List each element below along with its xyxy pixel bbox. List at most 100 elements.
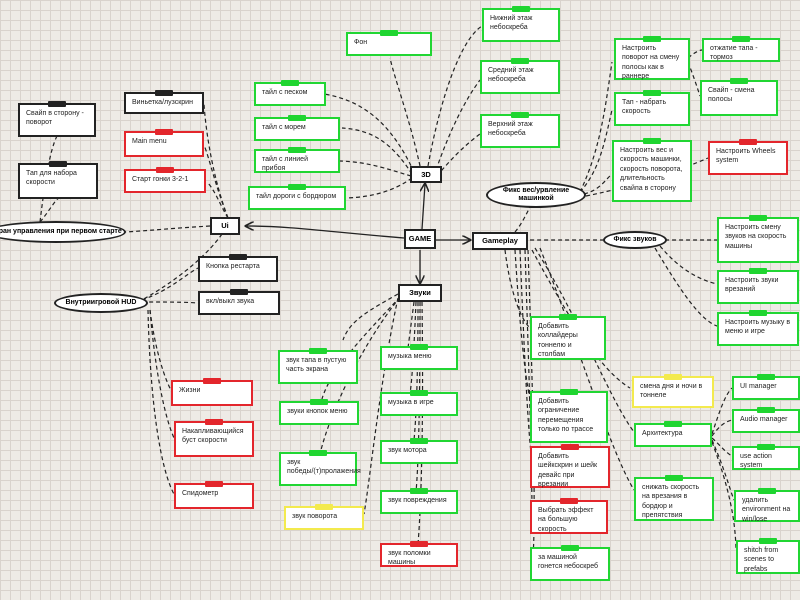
status-tab (410, 344, 428, 350)
music-setup-node[interactable]: Настроить музыку в меню и игре (717, 310, 799, 346)
ui-hub-label: Ui (221, 221, 229, 230)
tap-speed-text: Тап для набора скорости (26, 170, 77, 187)
link-ui-vignette (203, 103, 229, 219)
game-hub[interactable]: GAME (404, 229, 436, 249)
status-tab (410, 438, 428, 444)
main-menu-node[interactable]: Main menu (124, 129, 204, 157)
race-start-text: Старт гонки 3-2-1 (132, 176, 189, 183)
status-tab (205, 481, 223, 487)
win-lose-sound-text: звук победы/(т)пролажения (287, 459, 361, 476)
link-turn-release (687, 49, 703, 59)
ingame-hud-oval[interactable]: Внутриигровой HUD (54, 293, 148, 313)
shake-node[interactable]: Добавить шейкскрин и шейк девайс при вре… (530, 444, 610, 488)
menu-buttons-sound-node[interactable]: звуки кнопок меню (279, 399, 359, 425)
wheels-node[interactable]: Настроить Wheels system (708, 139, 788, 175)
colliders-node[interactable]: Добавить коллайдеры тоннелю и столбам (530, 314, 606, 360)
status-tab (229, 254, 247, 260)
tap-sound-node[interactable]: звук тапа в пустую часть экрана (278, 348, 358, 384)
control-screen-oval[interactable]: Экран управления при первом старте (0, 221, 126, 243)
surf-tile-node[interactable]: тайл с линией прибоя (254, 147, 340, 173)
sounds-hub[interactable]: Звуки (398, 284, 442, 302)
turn-sound-node[interactable]: звук поворота (284, 504, 364, 530)
crash-sounds-text: Настроить звуки врезаний (725, 277, 779, 294)
architecture-node[interactable]: Архитектура (634, 421, 712, 447)
status-tab (49, 161, 67, 167)
sea-tile-node[interactable]: тайл с морем (254, 115, 340, 141)
menu-music-text: музыка меню (388, 353, 432, 360)
status-tab (749, 268, 767, 274)
colliders-text: Добавить коллайдеры тоннелю и столбам (538, 323, 578, 359)
engine-speed-sound-node[interactable]: Настроить смену звуков на скорость машин… (717, 215, 799, 263)
status-tab (757, 407, 775, 413)
road-tile-node[interactable]: тайл дороги с бордюром (248, 184, 346, 210)
status-tab (410, 488, 428, 494)
breakdown-sound-node[interactable]: звук поломки машины (380, 541, 458, 567)
status-tab (205, 419, 223, 425)
damage-sound-node[interactable]: звук повреждения (380, 488, 458, 514)
swipe-turn-node[interactable]: Свайп в сторону - поворот (18, 101, 96, 137)
arrow-game-3d (422, 184, 425, 230)
movement-limit-node[interactable]: Добавить ограничение перемещения только … (530, 389, 608, 443)
game-music-text: музыка в игре (388, 399, 434, 406)
link-hud-restart (141, 267, 199, 301)
gameplay-hub[interactable]: Gameplay (472, 232, 528, 250)
link-sound-engine (413, 301, 419, 441)
action-system-node[interactable]: use action system (732, 444, 800, 470)
prefabs-node[interactable]: shitch from scenes to prefabs (736, 538, 800, 574)
tap-release-node[interactable]: отжатие тапа - тормоз (702, 36, 780, 62)
remove-env-node[interactable]: удалить environment на win/lose (734, 488, 800, 523)
3d-hub[interactable]: 3D (410, 166, 442, 183)
menu-music-node[interactable]: музыка меню (380, 344, 458, 370)
speedometer-text: Спидометр (182, 490, 219, 497)
boost-node[interactable]: Накапливающийся буст скорости (174, 419, 254, 457)
status-tab (288, 184, 306, 190)
middle-floor-node[interactable]: Средний этаж небоскреба (480, 58, 560, 94)
main-menu-text: Main menu (132, 138, 167, 145)
status-tab (759, 538, 777, 544)
vignette-node[interactable]: Виньетка/лузскрин (124, 90, 204, 114)
turn-setup-node[interactable]: Настроить поворот на смену полосы как в … (614, 36, 690, 80)
speed-effect-node[interactable]: Выбрать эффект на большую скорость (530, 498, 608, 534)
lower-floor-node[interactable]: Нижний этаж небоскреба (482, 6, 560, 42)
status-tab (732, 36, 750, 42)
ui-manager-node[interactable]: UI manager (732, 374, 800, 400)
game-music-node[interactable]: музыка в игре (380, 390, 458, 416)
upper-floor-node[interactable]: Верхний этаж небоскреба (480, 112, 560, 148)
speedometer-node[interactable]: Спидометр (174, 481, 254, 509)
status-tab (665, 475, 683, 481)
swipe-lane-node[interactable]: Свайп - смена полосы (700, 78, 778, 116)
music-setup-text: Настроить музыку в меню и игре (725, 319, 791, 336)
status-tab (749, 310, 767, 316)
status-tab (203, 378, 221, 384)
status-tab (561, 545, 579, 551)
chasing-node[interactable]: за машиной гонется небоскреб (530, 545, 610, 581)
ui-manager-text: UI manager (740, 383, 777, 390)
win-lose-sound-node[interactable]: звук победы/(т)пролажения (279, 450, 361, 486)
restart-button-node[interactable]: Кнопка рестарта (198, 254, 278, 282)
status-tab (281, 80, 299, 86)
status-tab (739, 139, 757, 145)
status-tab (48, 101, 66, 107)
sounds-hub-label: Звуки (409, 288, 431, 297)
engine-sound-node[interactable]: звук мотора (380, 438, 458, 464)
lives-node[interactable]: Жизни (171, 378, 253, 406)
crash-sounds-node[interactable]: Настроить звуки врезаний (717, 268, 799, 304)
weight-setup-node[interactable]: Настроить вес и скорость машинки, скорос… (612, 138, 692, 202)
status-tab (560, 389, 578, 395)
audio-manager-node[interactable]: Audio manager (732, 407, 800, 433)
tap-speed-node[interactable]: Тап для набора скорости (18, 161, 98, 199)
breakdown-sound-text: звук поломки машины (388, 550, 431, 567)
ui-hub[interactable]: Ui (210, 217, 240, 235)
sand-tile-node[interactable]: тайл с песком (254, 80, 326, 106)
day-night-node[interactable]: смена дня и ночи в тоннеле (632, 374, 714, 408)
lives-text: Жизни (179, 387, 201, 394)
slowdown-node[interactable]: снижать скорость на врезания в бордюр и … (634, 475, 714, 521)
tap-speed-gp-node[interactable]: Тап - набрать скорость (614, 90, 690, 126)
sound-toggle-node[interactable]: вкл/выкл звука (198, 289, 280, 315)
background-node[interactable]: Фон (346, 30, 432, 56)
link-gp-daynight (531, 249, 631, 389)
physics-fix-oval[interactable]: Фикс вес/урвление машинкой (486, 182, 586, 208)
race-start-node[interactable]: Старт гонки 3-2-1 (124, 167, 206, 193)
sound-fix-oval[interactable]: Фикс звуков (603, 231, 667, 249)
link-arch-action (711, 437, 733, 457)
